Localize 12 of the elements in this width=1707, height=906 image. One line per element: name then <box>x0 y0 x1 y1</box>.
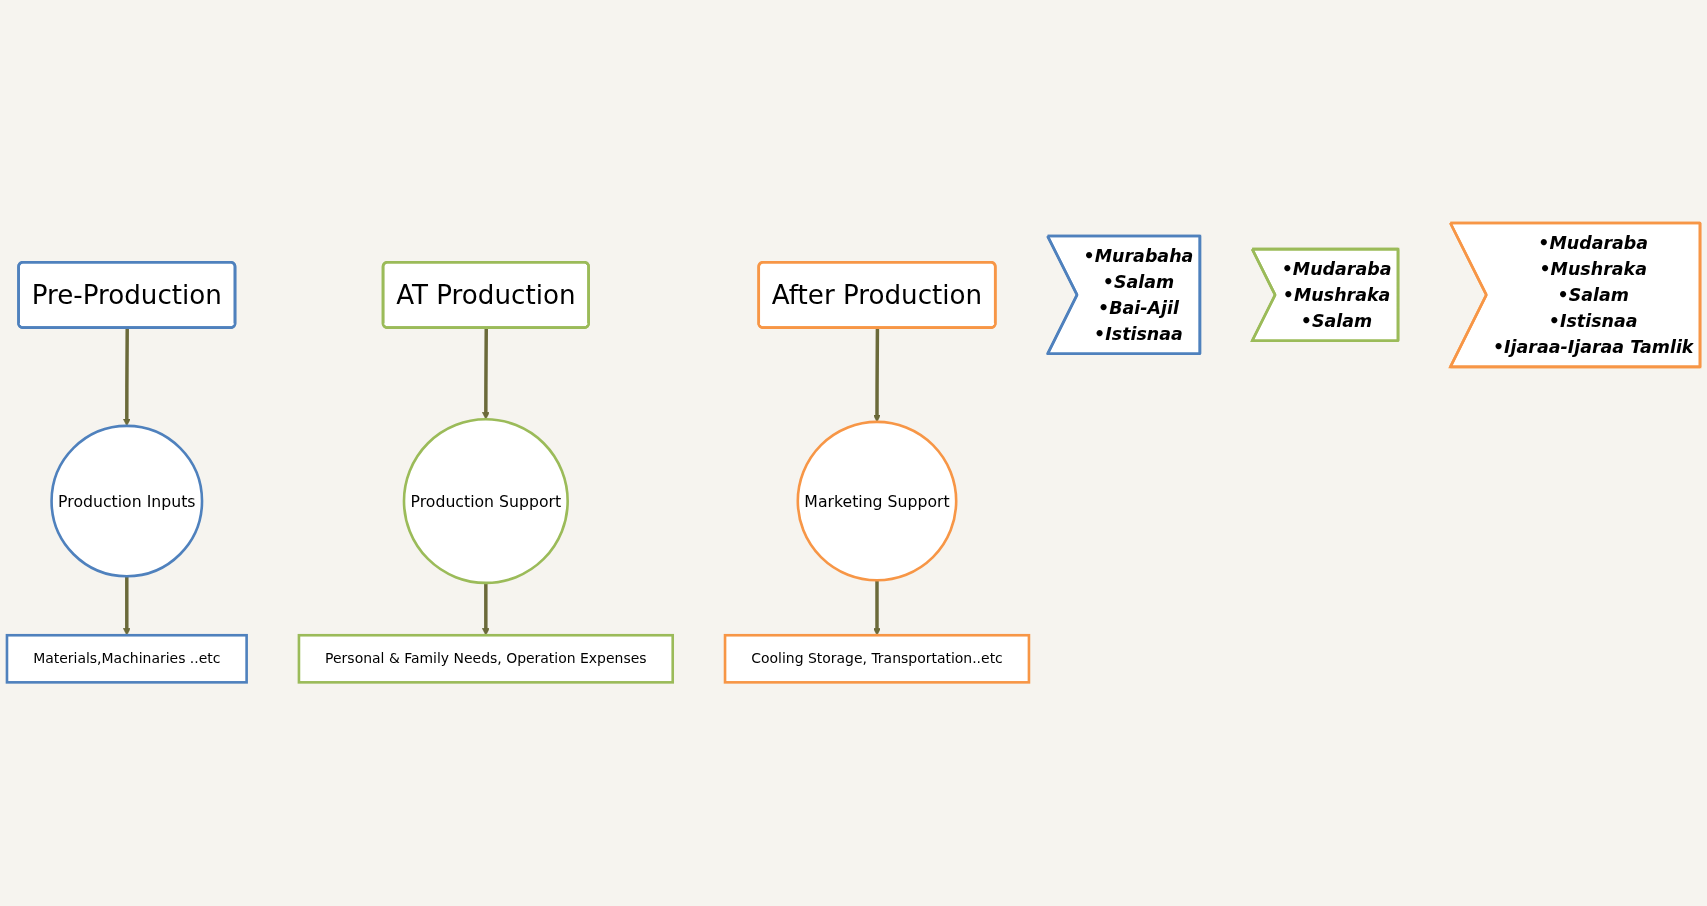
arrow <box>873 328 881 423</box>
arrow <box>122 328 131 427</box>
arrow <box>873 580 881 636</box>
node-circle: Production Support <box>402 418 569 585</box>
node-circle: Marketing Support <box>796 420 958 582</box>
node-box: Cooling Storage, Transportation..etc <box>723 634 1031 684</box>
node-circle: Production Inputs <box>50 424 204 578</box>
node-box: Materials,Machinaries ..etc <box>5 634 248 684</box>
node-box: Personal & Family Needs, Operation Expenses <box>297 634 674 684</box>
arrow <box>122 576 131 636</box>
arrow <box>482 328 490 420</box>
arrow <box>482 583 490 636</box>
